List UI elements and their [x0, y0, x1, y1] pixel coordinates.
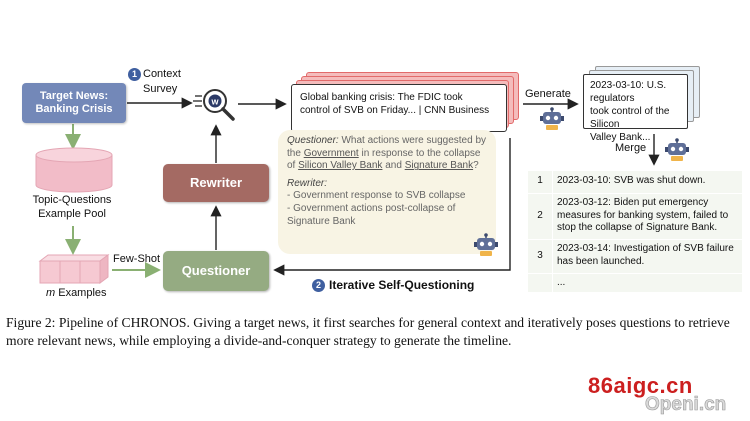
m-examples-text: Examples: [55, 287, 107, 299]
web-search-icon: w: [193, 89, 235, 121]
generated-news-line3: Valley Bank...: [590, 132, 651, 143]
pool-label-line2: Example Pool: [38, 208, 106, 220]
m-examples-label: m Examples: [46, 287, 107, 299]
step-1-badge: 1: [128, 68, 141, 81]
pool-label-line1: Topic-Questions: [32, 194, 112, 206]
target-news-line1: Target News:: [39, 90, 109, 102]
merge-label: Merge: [615, 142, 647, 154]
generated-news-card: 2023-03-10: U.S. regulators took control…: [583, 74, 688, 143]
iterative-self-questioning-label: Iterative Self-Questioning: [329, 278, 475, 292]
question-part-3: and: [382, 160, 405, 172]
news-result-line1: Global banking crisis: The FDIC took: [300, 92, 463, 103]
example-pool-label: Topic-Questions Example Pool: [8, 193, 136, 221]
watermark-openi: Openi.cn: [645, 394, 727, 416]
watermark-86aigc: 86aigc.cn: [588, 373, 693, 398]
question-entity-svb: Silicon Valley Bank: [298, 160, 383, 172]
table-row: 2 2023-03-12: Biden put emergency measur…: [528, 193, 742, 240]
robot-icon: [474, 233, 498, 256]
timeline-entry: 2023-03-14: Investigation of SVB failure…: [552, 239, 742, 274]
rewrite-query-1: - Government response to SVB collapse: [287, 190, 466, 202]
news-result-line2: control of SVB on Friday... | CNN Busine…: [300, 105, 490, 116]
examples-blocks-icon: [38, 254, 110, 284]
questioner-output: Questioner: What actions were suggested …: [287, 135, 487, 173]
generated-news-line2: took control of the Silicon: [590, 106, 670, 130]
timeline-index: [528, 273, 553, 294]
rewrite-query-2: - Government actions post-collapse of Si…: [287, 202, 456, 227]
timeline-entry: 2023-03-10: SVB was shut down.: [552, 171, 742, 194]
questioner-role: Questioner:: [287, 135, 339, 146]
robot-icon: [665, 138, 689, 161]
generated-news-line1: 2023-03-10: U.S. regulators: [590, 80, 667, 104]
table-row: ...: [528, 273, 742, 294]
example-pool-database-icon: [35, 147, 113, 193]
generate-label: Generate: [525, 88, 571, 100]
question-part-4: ?: [473, 160, 479, 172]
m-variable: m: [46, 287, 56, 299]
rewriter-role: Rewriter:: [287, 177, 328, 189]
question-part-1: What actions were suggested by the: [287, 135, 487, 159]
timeline-index: 1: [528, 171, 553, 194]
timeline-entry: ...: [552, 273, 742, 294]
self-questioning-bubble: Questioner: What actions were suggested …: [278, 130, 496, 254]
questioner-box: Questioner: [163, 251, 269, 291]
question-part-2: in response to the collapse of: [287, 147, 481, 172]
timeline-table: 1 2023-03-10: SVB was shut down. 2 2023-…: [528, 171, 742, 294]
retrieved-news-card: Global banking crisis: The FDIC took con…: [291, 84, 507, 132]
timeline-entry: 2023-03-12: Biden put emergency measures…: [552, 193, 742, 240]
step-2-badge: 2: [312, 279, 325, 292]
figure-caption: Figure 2: Pipeline of CHRONOS. Giving a …: [6, 315, 730, 348]
context-label-line2: Survey: [143, 83, 178, 95]
table-row: 1 2023-03-10: SVB was shut down.: [528, 171, 742, 194]
context-label-line1: Context: [143, 68, 181, 80]
search-icon-letter: w: [210, 97, 219, 107]
rewriter-box: Rewriter: [163, 164, 269, 202]
question-entity-signature: Signature Bank: [404, 160, 474, 172]
target-news-box: Target News: Banking Crisis: [22, 83, 126, 123]
target-news-line2: Banking Crisis: [35, 103, 113, 115]
timeline-index: 2: [528, 193, 553, 240]
few-shot-label: Few-Shot: [113, 253, 161, 265]
table-row: 3 2023-03-14: Investigation of SVB failu…: [528, 239, 742, 274]
timeline-index: 3: [528, 239, 553, 274]
robot-icon: [540, 107, 564, 130]
question-entity-government: Government: [303, 147, 359, 159]
